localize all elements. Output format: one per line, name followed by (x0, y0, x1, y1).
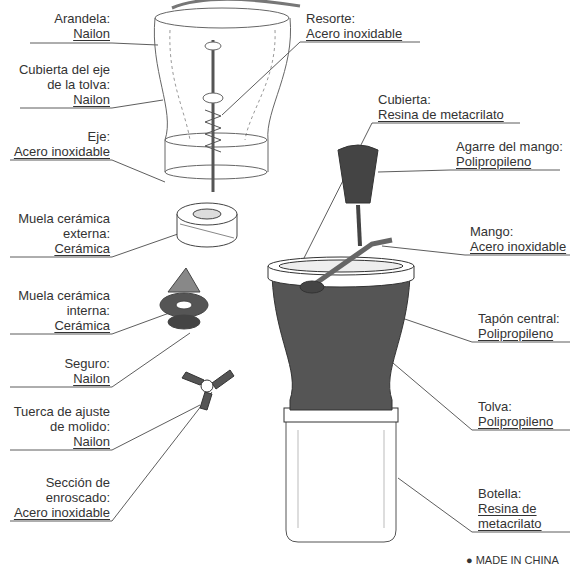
material-label: Nailon (4, 371, 110, 386)
exploded-hopper-shape (212, 40, 215, 192)
part-label: Resorte: (306, 11, 456, 26)
part-label: Tapón central: (478, 311, 578, 326)
inner-burr (160, 268, 208, 329)
outer-burr-shape (180, 224, 234, 238)
part-label: Muela cerámica interna: (4, 288, 110, 318)
material-label: Acero inoxidable (4, 144, 110, 159)
leader-lines-shape (30, 43, 158, 45)
exploded-hopper-shape (165, 165, 267, 179)
exploded-hopper-shape (170, 30, 275, 140)
exploded-hopper-shape (154, 18, 290, 172)
part-label: Arandela: (4, 11, 110, 26)
assembled-grinder-shape (358, 205, 360, 246)
material-label: Resina de metacrilato (478, 501, 574, 531)
material-label: Acero inoxidable (306, 26, 456, 41)
adjustment-nut-shape (182, 372, 204, 385)
inner-burr-shape (168, 268, 200, 292)
adjustment-nut (182, 370, 234, 410)
part-label: Seguro: (4, 356, 110, 371)
exploded-hopper-shape (155, 8, 289, 28)
exploded-hopper-shape (205, 110, 221, 152)
assembled-grinder-shape (272, 276, 410, 410)
part-label: Mango: (470, 224, 578, 239)
origin-note: ● MADE IN CHINA (466, 553, 578, 568)
exploded-hopper-shape (203, 93, 223, 103)
material-label: Acero inoxidable (470, 239, 578, 254)
inner-burr-shape (176, 301, 192, 309)
leader-lines-shape (10, 160, 165, 182)
part-label: Muela cerámica externa: (4, 211, 110, 241)
outer-burr (177, 203, 237, 247)
material-label: Nailon (4, 26, 110, 41)
adjustment-nut-shape (200, 392, 212, 410)
material-label: Polipropileno (478, 326, 578, 341)
inner-burr-shape (168, 315, 200, 329)
assembled-grinder (268, 145, 414, 542)
material-label: Nailon (4, 434, 110, 449)
exploded-hopper-shape (165, 133, 267, 147)
outer-burr-shape (177, 203, 237, 225)
assembled-grinder-shape (338, 145, 378, 203)
material-label: Acero inoxidable (4, 505, 110, 520)
part-label: Cubierta: (378, 92, 558, 107)
adjustment-nut-shape (201, 380, 213, 392)
outer-burr-shape (193, 209, 221, 219)
material-label: Cerámica (4, 318, 110, 333)
adjustment-nut-shape (212, 370, 234, 389)
assembled-grinder-shape (298, 430, 384, 528)
assembled-grinder-shape (312, 240, 392, 286)
part-label: Botella: (478, 486, 578, 501)
inner-burr-shape (160, 293, 208, 317)
part-label: Agarre del mango: (456, 139, 576, 154)
leader-lines-shape (378, 170, 560, 172)
material-label: Nailon (4, 92, 110, 107)
exploded-hopper-shape (205, 42, 221, 50)
part-label: Cubierta del eje de la tolva: (4, 62, 110, 92)
material-label: Resina de metacrilato (378, 107, 558, 122)
part-label: Eje: (4, 129, 110, 144)
material-label: Polipropileno (456, 154, 576, 169)
part-label: Sección de enroscado: (4, 475, 110, 505)
part-label: Tuerca de ajuste de molido: (4, 404, 110, 434)
exploded-hopper-shape (172, 0, 300, 8)
exploded-hopper (154, 0, 300, 192)
assembled-grinder-shape (286, 420, 396, 542)
material-label: Polipropileno (478, 414, 578, 429)
material-label: Cerámica (4, 241, 110, 256)
part-label: Tolva: (478, 399, 578, 414)
assembled-grinder-shape (300, 281, 324, 293)
